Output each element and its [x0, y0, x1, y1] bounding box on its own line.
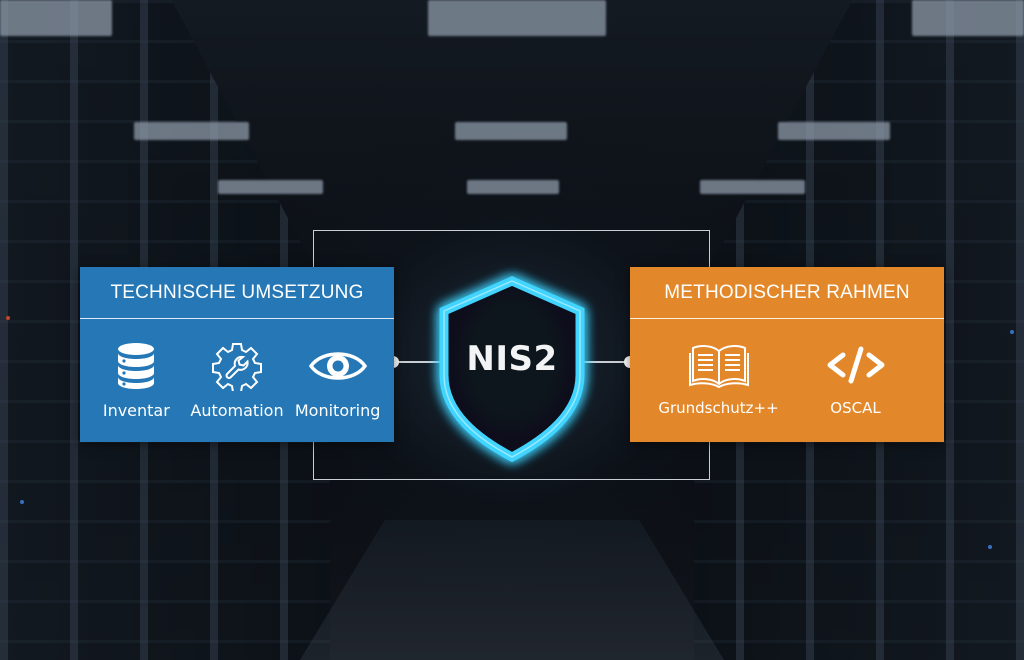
rack-led	[1010, 330, 1014, 334]
item-grundschutz: Grundschutz++	[650, 341, 787, 417]
ceiling-light	[700, 180, 805, 194]
technical-implementation-panel: TECHNISCHE UMSETZUNG Inventar	[80, 267, 394, 442]
ceiling-light	[428, 0, 606, 36]
ceiling-light	[455, 122, 567, 140]
ceiling-light	[467, 180, 559, 194]
panel-title: METHODISCHER RAHMEN	[630, 267, 944, 319]
ceiling-light	[0, 0, 112, 36]
item-label: Grundschutz++	[658, 399, 779, 417]
ceiling-light	[778, 122, 890, 140]
item-label: Monitoring	[294, 401, 381, 420]
shield-icon	[436, 276, 588, 467]
item-monitoring: Monitoring	[288, 341, 388, 420]
methodical-framework-panel: METHODISCHER RAHMEN Grundschutz++	[630, 267, 944, 442]
gear-wrench-icon	[211, 341, 262, 391]
item-label: Inventar	[102, 401, 170, 420]
item-automation: Automation	[187, 341, 287, 420]
database-icon	[114, 341, 158, 391]
rack-led	[6, 316, 10, 320]
floor	[300, 520, 724, 660]
code-icon	[825, 341, 887, 389]
connector-left	[394, 361, 444, 363]
nis2-label: NIS2	[466, 339, 558, 379]
rack-led	[20, 500, 24, 504]
rack-led	[988, 545, 992, 549]
ceiling-light	[218, 180, 323, 194]
connector-right	[580, 361, 630, 363]
item-label: OSCAL	[830, 399, 881, 417]
item-label: Automation	[190, 401, 284, 420]
ceiling-light	[134, 122, 249, 140]
item-oscal: OSCAL	[787, 341, 924, 417]
item-inventar: Inventar	[86, 341, 186, 420]
nis2-shield: NIS2	[436, 275, 588, 463]
eye-icon	[308, 341, 368, 391]
panel-title: TECHNISCHE UMSETZUNG	[80, 267, 394, 319]
open-book-icon	[688, 341, 750, 389]
ceiling-light	[912, 0, 1024, 36]
